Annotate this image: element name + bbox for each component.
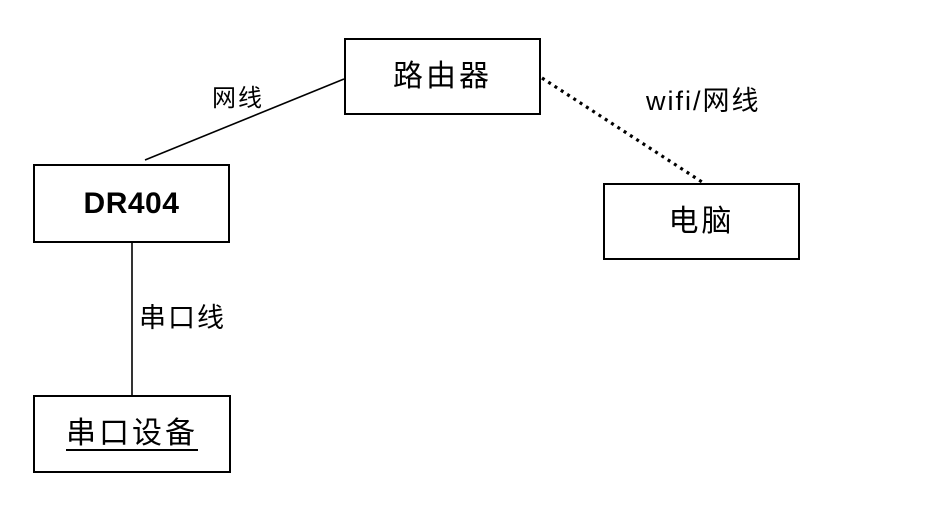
- node-router-label: 路由器: [393, 59, 492, 93]
- edge-label-serial-cable: 串口线: [139, 303, 226, 333]
- node-serial-device: 串口设备: [33, 395, 231, 473]
- node-dr404-label: DR404: [83, 186, 180, 220]
- node-computer-label: 电脑: [668, 204, 735, 238]
- edge-network-cable-line: [144, 78, 345, 161]
- edge-label-network-cable: 网线: [212, 86, 264, 112]
- node-computer: 电脑: [603, 183, 800, 260]
- edge-label-wifi-or-network-cable: wifi/网线: [646, 86, 761, 116]
- node-router: 路由器: [344, 38, 541, 115]
- edge-wifi-dotted-line: [541, 76, 703, 184]
- node-serial-device-label: 串口设备: [66, 417, 198, 450]
- node-dr404: DR404: [33, 164, 230, 243]
